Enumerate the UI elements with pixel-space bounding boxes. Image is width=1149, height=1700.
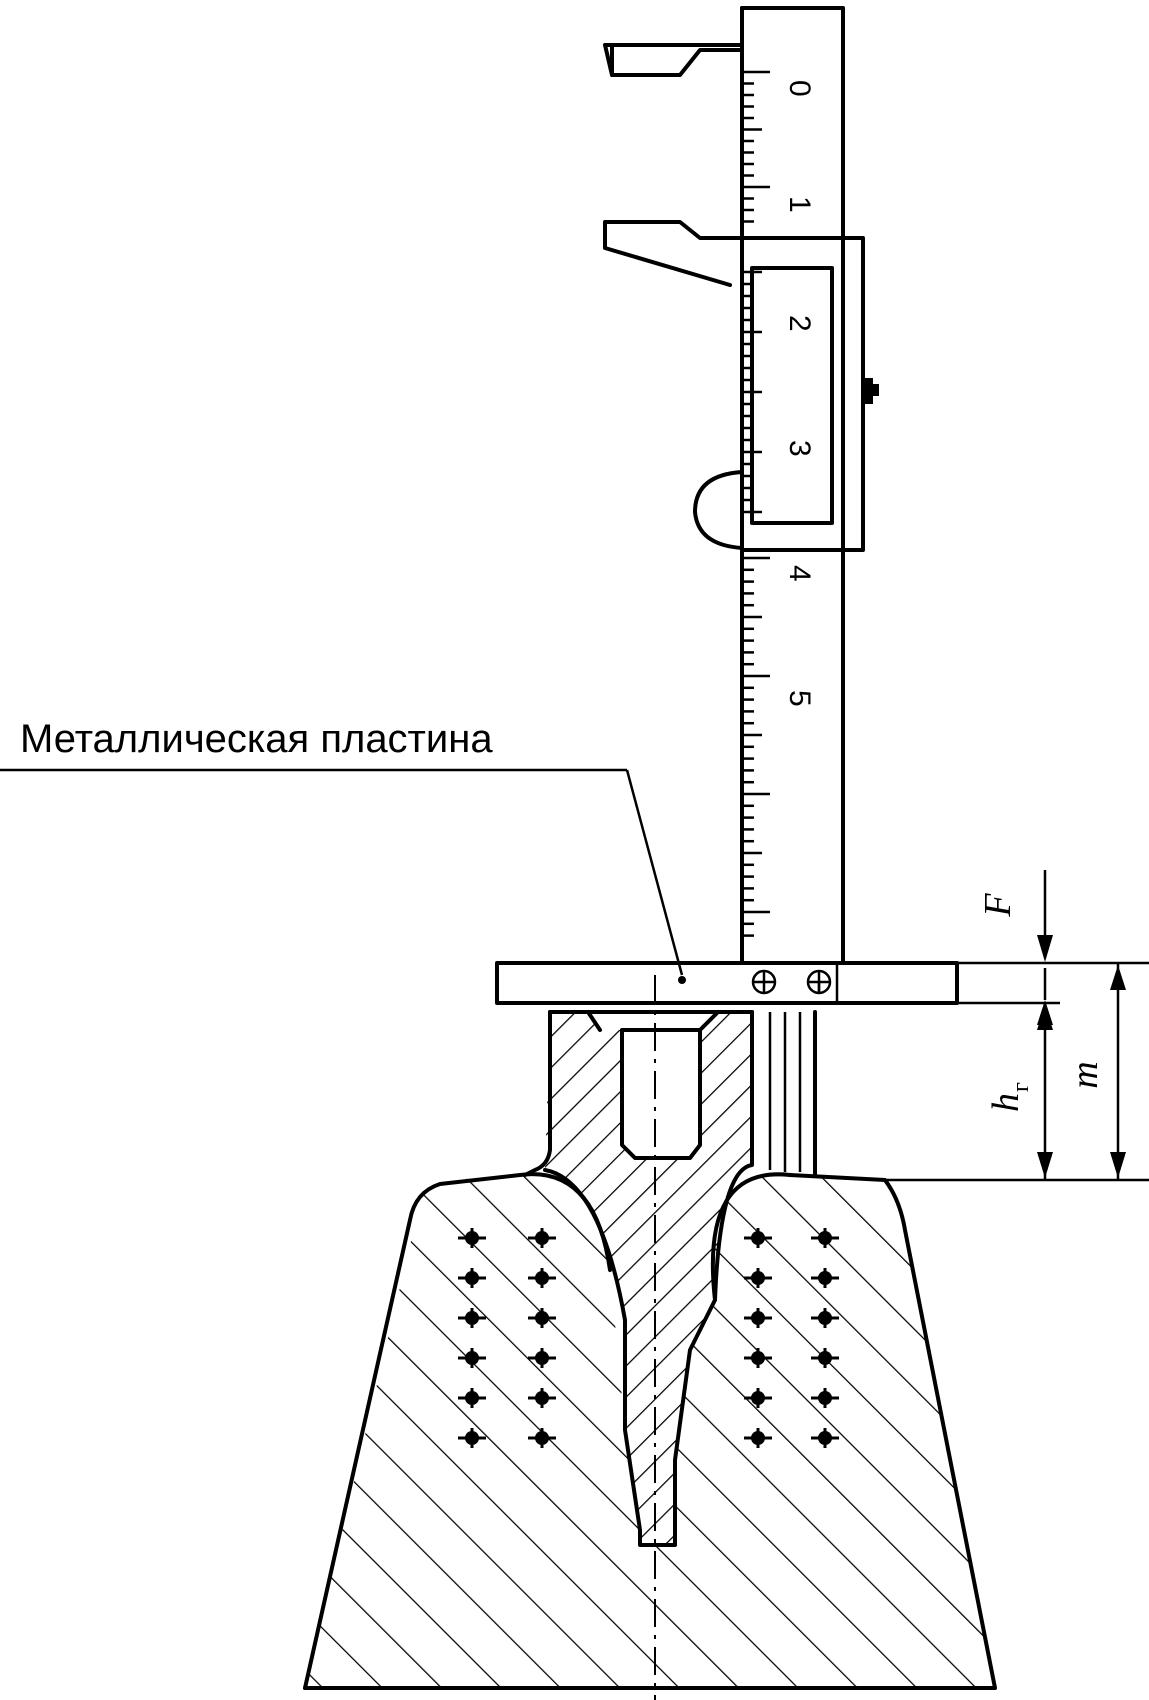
tread-dot <box>528 1348 556 1368</box>
dim-m-label: m <box>1064 1061 1106 1088</box>
tread-dot <box>811 1388 839 1408</box>
dim-F-label: F <box>977 893 1019 918</box>
tread-dot <box>528 1388 556 1408</box>
stud-section <box>523 1010 817 1547</box>
caliper-beam <box>740 6 845 965</box>
svg-text:h: h <box>985 1093 1027 1112</box>
scale-digit-4: 4 <box>783 565 816 582</box>
tread-dot <box>811 1348 839 1368</box>
tread-dot <box>744 1388 772 1408</box>
scale-digit-0: 0 <box>783 80 816 97</box>
tread-dot <box>744 1348 772 1368</box>
scale-digit-2: 2 <box>783 315 816 332</box>
label-callout: Металлическая пластина <box>0 717 686 984</box>
tread-dot <box>528 1228 556 1248</box>
tread-dot <box>528 1308 556 1328</box>
caliper-lower-jaw <box>603 220 744 287</box>
tread-dots <box>458 1228 839 1448</box>
dimension-lines: F h г m <box>885 870 1149 1182</box>
scale-digits: 0 1 2 3 4 5 <box>783 80 816 707</box>
tread-dot <box>744 1268 772 1288</box>
tread-dot <box>811 1228 839 1248</box>
scale-digit-3: 3 <box>783 440 816 457</box>
tread-dot <box>458 1388 486 1408</box>
tread-dot <box>528 1268 556 1288</box>
tread-dot <box>744 1228 772 1248</box>
caliper-upper-jaw <box>603 6 744 77</box>
tread-dot <box>458 1308 486 1328</box>
tread-dot <box>811 1428 839 1448</box>
tread-dot <box>458 1348 486 1368</box>
tread-dot <box>744 1428 772 1448</box>
tread-dot <box>811 1268 839 1288</box>
caliper-upper-jaw-edge <box>610 43 744 77</box>
tread-dot <box>744 1308 772 1328</box>
metal-plate-label: Металлическая пластина <box>20 717 493 761</box>
tread-dot <box>528 1428 556 1448</box>
tread-dot <box>811 1308 839 1328</box>
tread-dot <box>458 1268 486 1288</box>
beam-scale <box>742 70 770 937</box>
tread-dot <box>458 1228 486 1248</box>
scale-digit-1: 1 <box>783 196 816 213</box>
tread-dot <box>458 1428 486 1448</box>
vernier-slider <box>693 236 879 552</box>
svg-text:г: г <box>1008 1082 1034 1092</box>
metal-plate <box>495 961 959 1005</box>
dim-h-label: h г <box>985 1082 1034 1112</box>
scale-digit-5: 5 <box>783 690 816 707</box>
